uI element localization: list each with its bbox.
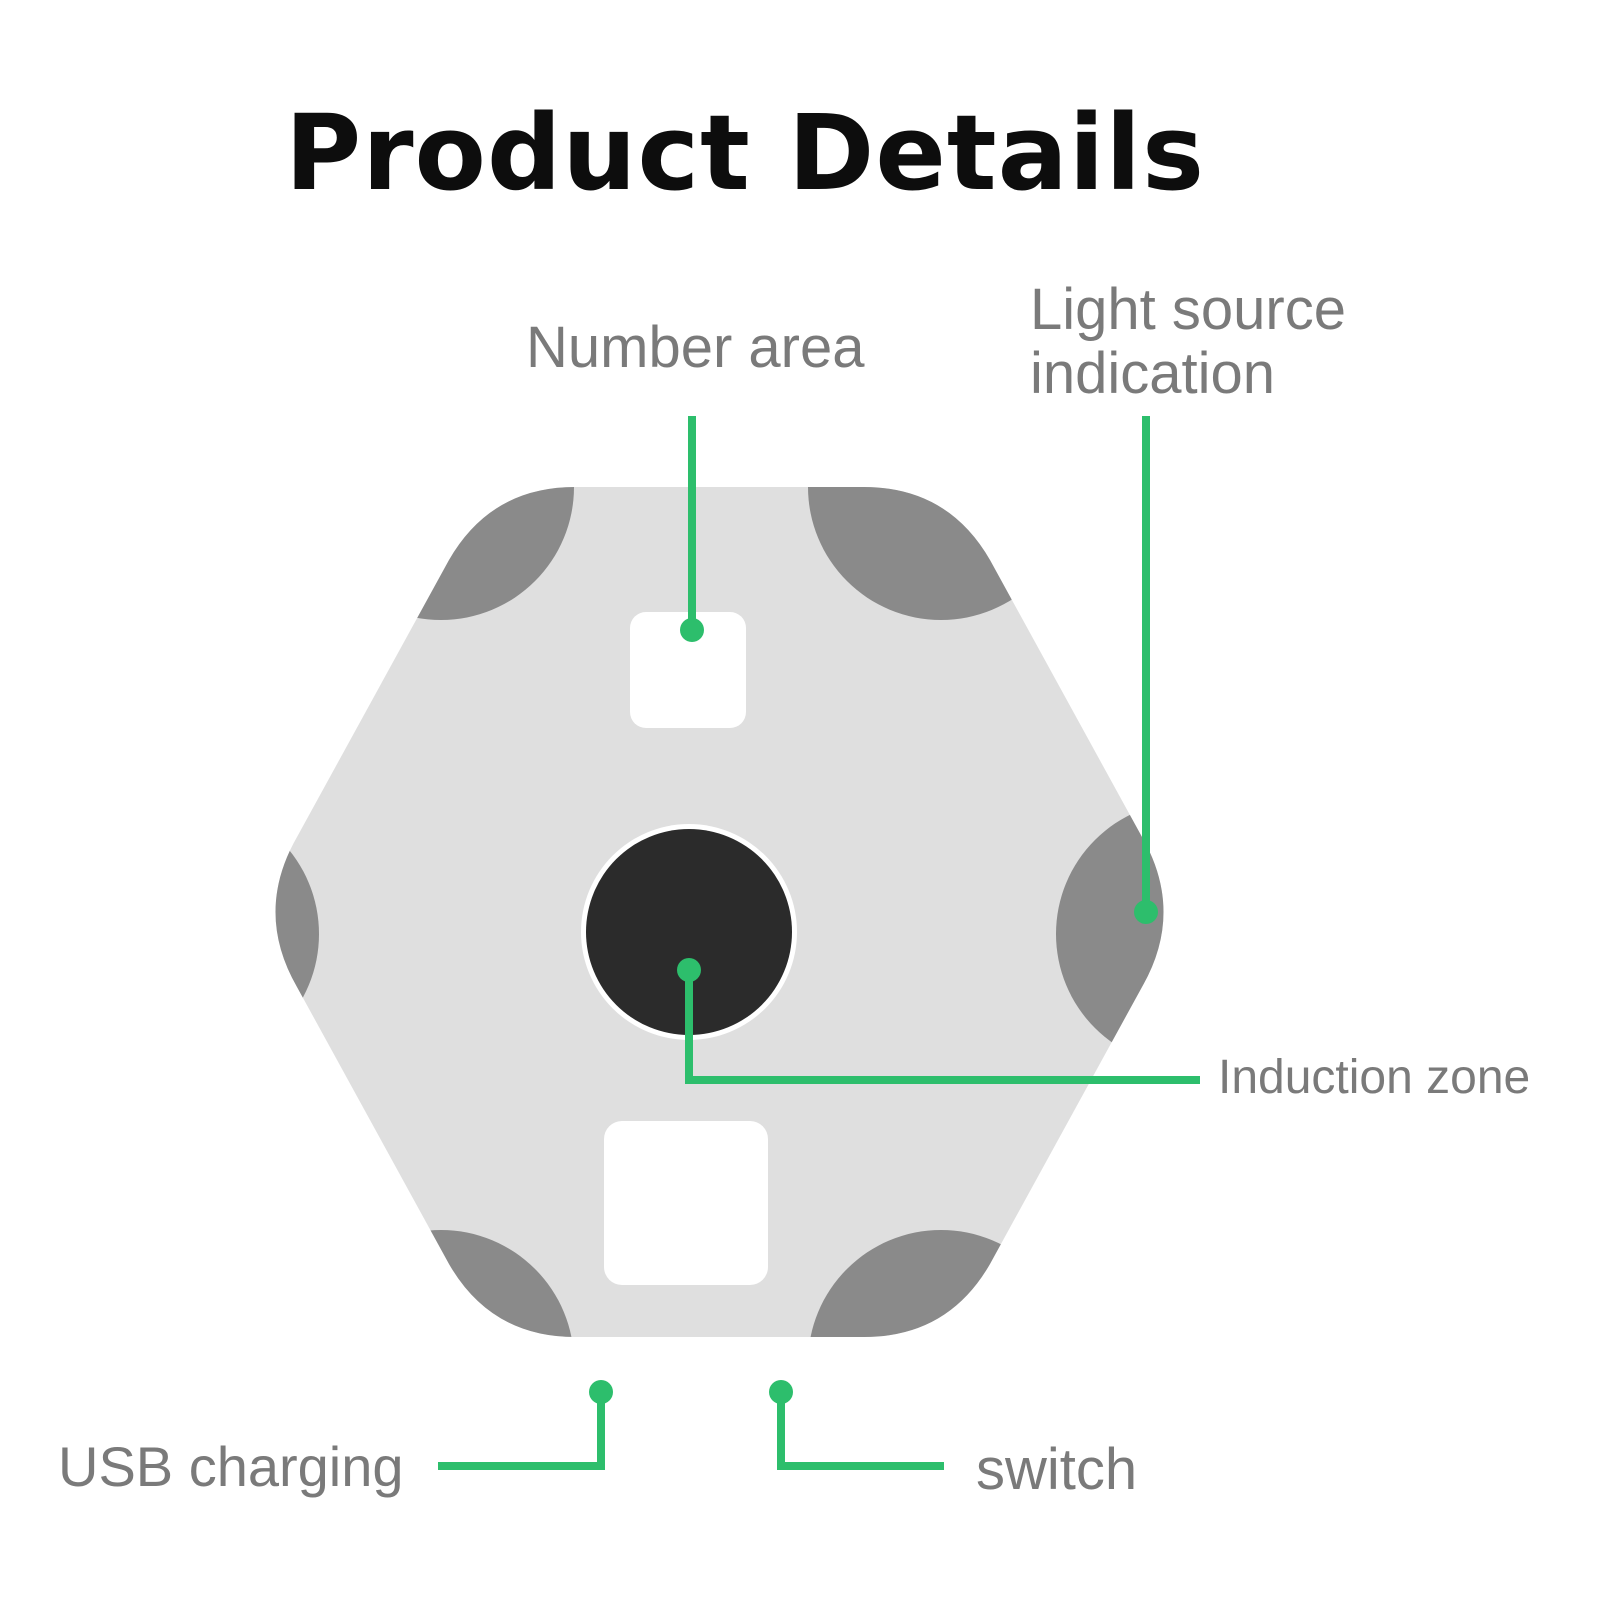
induction-zone-core	[586, 829, 792, 1035]
number-area-label: Number area	[526, 315, 865, 380]
switch-callout-line	[777, 1392, 944, 1470]
lower-window	[604, 1121, 768, 1285]
light-source-callout-dot	[1134, 900, 1158, 924]
induction-zone-callout-dot	[677, 958, 701, 982]
induction-zone-callout-line	[685, 970, 1200, 1084]
induction-zone-label: Induction zone	[1218, 1051, 1531, 1104]
light-source-label-line1: Light source	[1030, 277, 1346, 342]
usb-charging-callout-dot	[589, 1380, 613, 1404]
usb-charging-callout-line	[438, 1392, 605, 1470]
light-pad-left	[275, 801, 319, 1067]
switch-label: switch	[976, 1437, 1138, 1502]
usb-charging-label: USB charging	[58, 1435, 404, 1498]
light-pad-right	[1056, 801, 1164, 1067]
light-source-label: Light source indication	[1030, 278, 1346, 406]
page-title: Product Details	[285, 92, 1205, 214]
switch-callout-dot	[769, 1380, 793, 1404]
light-source-label-line2: indication	[1030, 340, 1276, 406]
number-area-window	[630, 612, 746, 728]
number-area-callout-dot	[680, 618, 704, 642]
light-pad-top-left	[308, 487, 574, 620]
